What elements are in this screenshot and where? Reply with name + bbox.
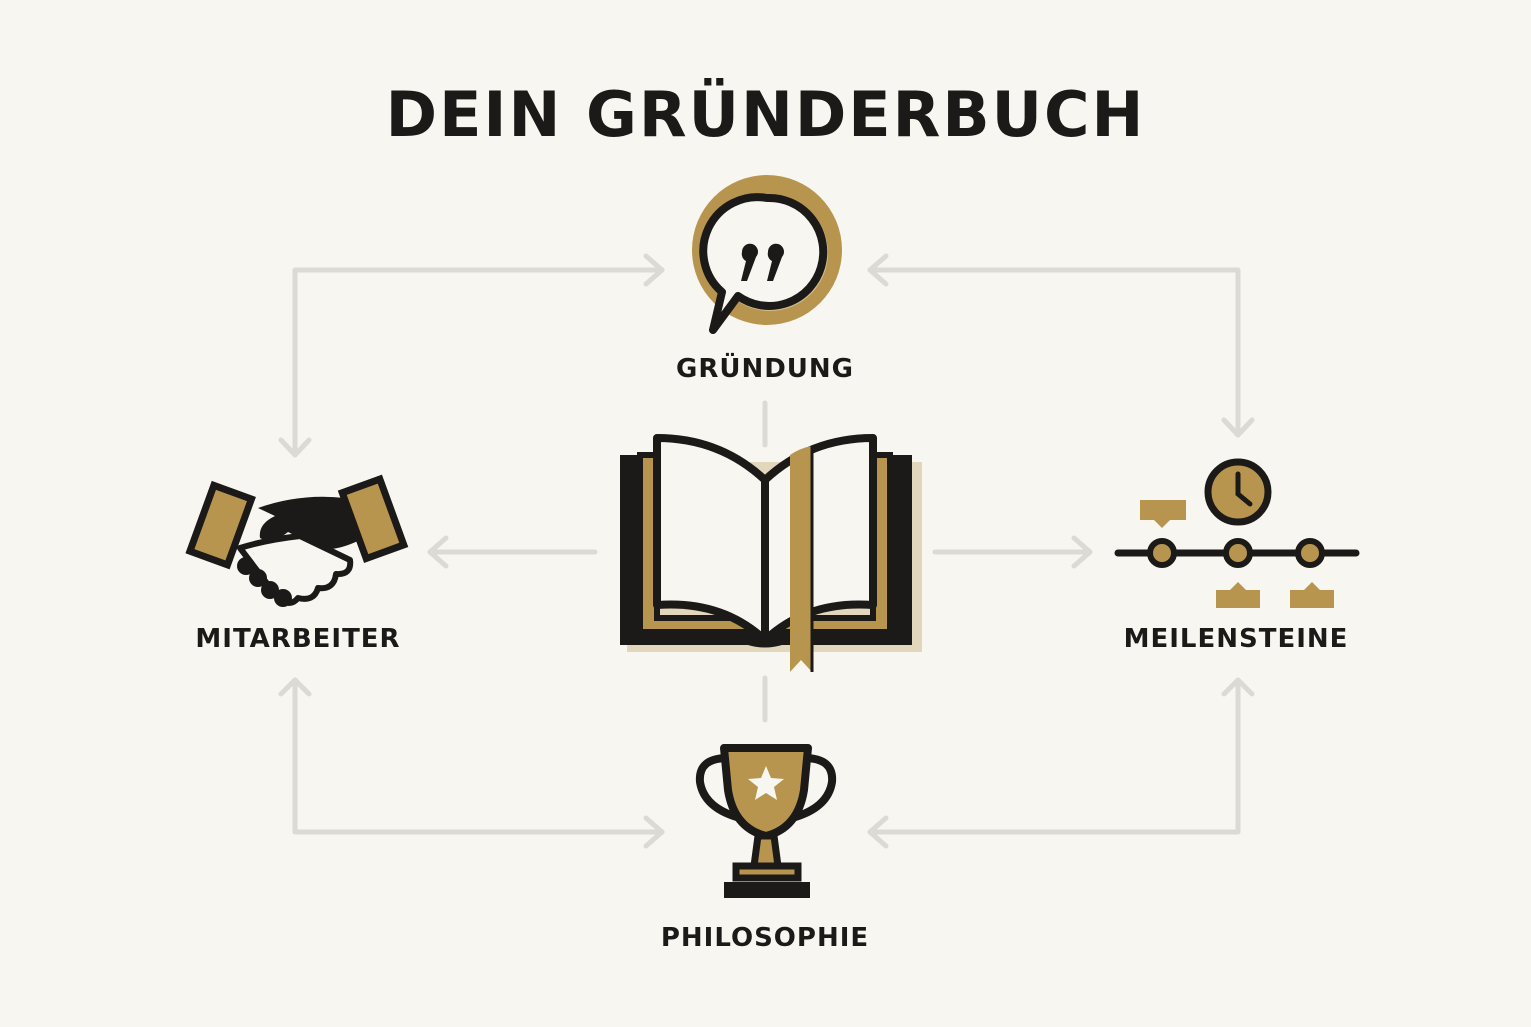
connectors [278,253,1255,849]
connector-left-to-bottom [292,677,665,835]
arrowhead-into-bottom-from-right [867,815,889,849]
connector-left-to-top [292,267,665,458]
timeline-clock-icon [1114,458,1360,608]
open-book-with-bookmark-icon [620,434,922,672]
arrowhead-into-bottom-from-left [643,815,665,849]
handshake-icon [185,474,409,607]
trophy-star-icon [695,744,837,898]
page-title: DEIN GRÜNDERBUCH [385,78,1146,151]
arrowhead-into-left-from-bottom [278,677,312,697]
node-label-philosophie: PHILOSOPHIE [660,923,870,953]
connector-top-to-right [867,267,1241,438]
arrowhead-center-to-right [1071,535,1093,569]
node-label-mitarbeiter: MITARBEITER [195,624,401,654]
arrowhead-into-top-from-right [867,253,889,287]
arrowhead-center-to-left [427,535,449,569]
node-label-gruendung: GRÜNDUNG [675,354,855,384]
node-label-meilensteine: MEILENSTEINE [1123,624,1349,654]
arrowhead-into-left-from-top [278,437,312,458]
arrowhead-into-right-from-top [1221,417,1255,438]
arrowhead-into-top-from-left [643,253,665,287]
arrowhead-into-right-from-bottom [1221,677,1255,697]
connector-bottom-to-right [867,677,1241,835]
quote-speech-bubble-icon [692,175,842,334]
